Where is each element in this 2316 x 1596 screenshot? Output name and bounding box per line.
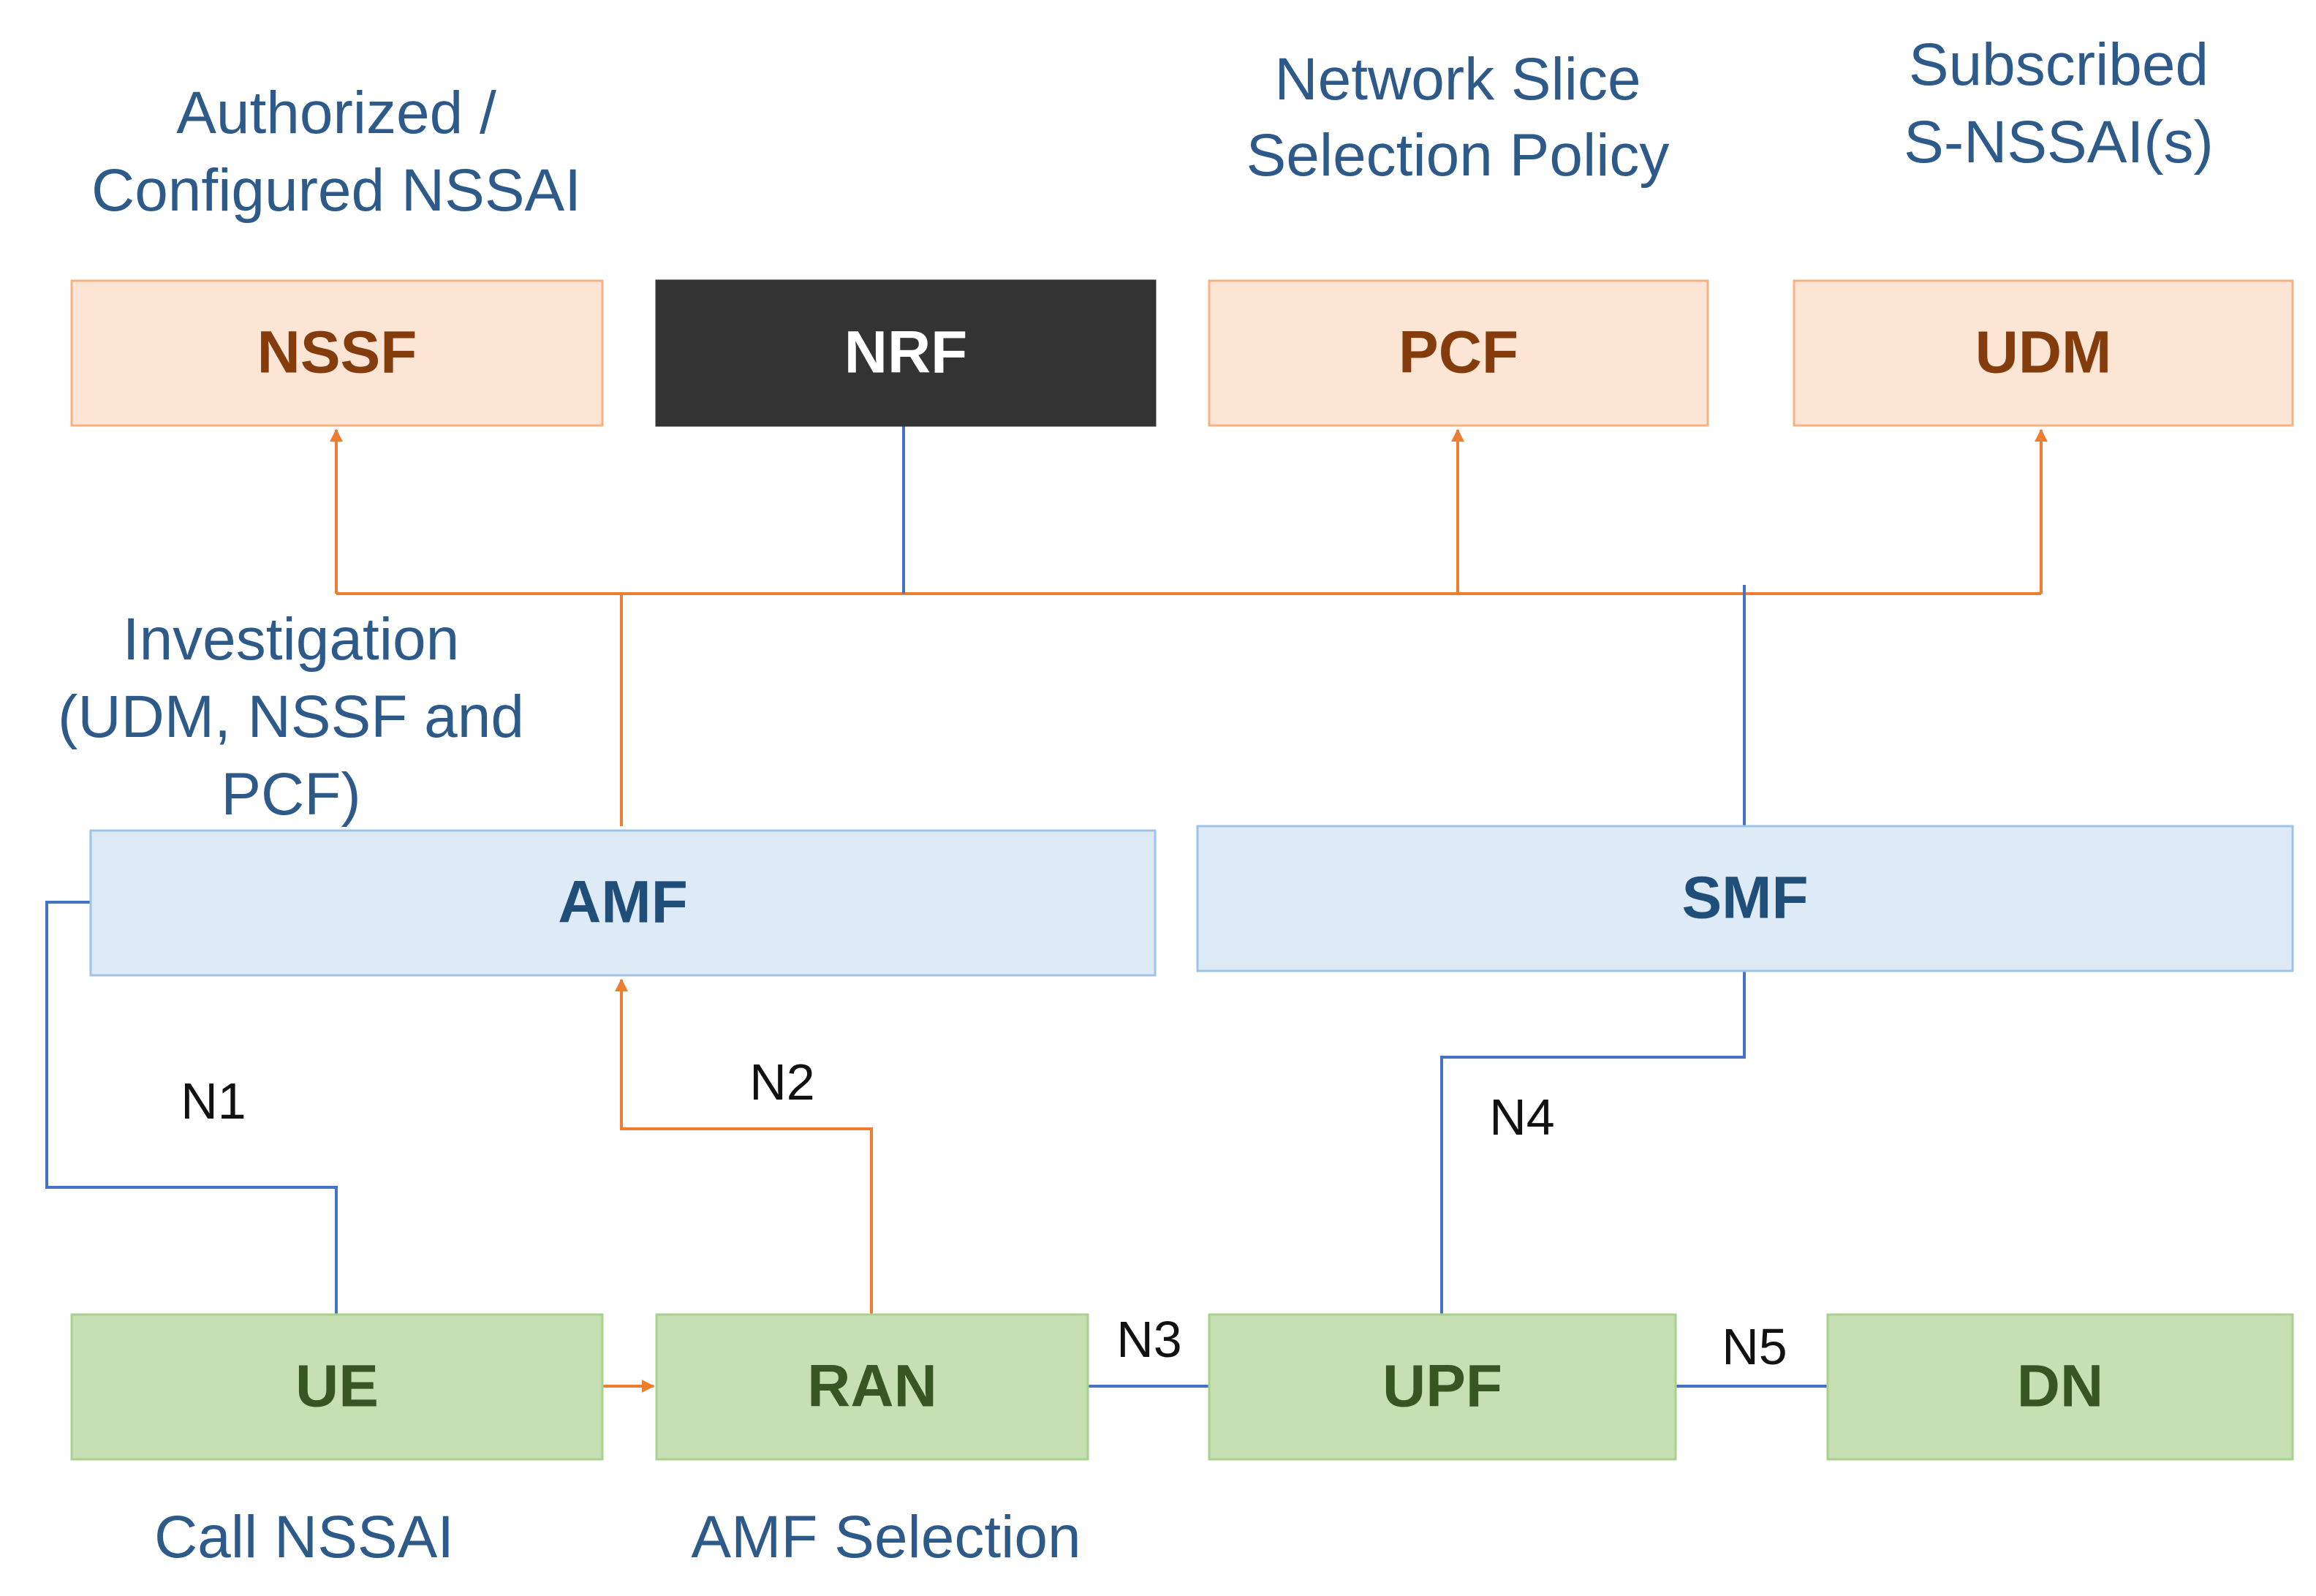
upf-label: UPF [1382, 1353, 1502, 1420]
pcf-label: PCF [1399, 319, 1518, 386]
smf-box[interactable]: SMF [1196, 825, 2294, 972]
amf-annotation-line3: PCF) [221, 761, 360, 828]
amf-service-bus [330, 428, 2048, 826]
n1-label: N1 [181, 1073, 246, 1130]
n4-label: N4 [1489, 1089, 1554, 1146]
nssf-box[interactable]: NSSF [70, 279, 604, 427]
amf-annotation-line1: Investigation [123, 606, 459, 673]
smf-label: SMF [1681, 865, 1808, 931]
pcf-annotation-line1: Network Slice [1274, 46, 1640, 113]
udm-annotation: Subscribed S-NSSAI(s) [1904, 31, 2214, 175]
nssf-label: NSSF [257, 319, 417, 386]
nrf-box[interactable]: NRF [655, 279, 1157, 427]
udm-label: UDM [1975, 319, 2112, 386]
amf-label: AMF [558, 869, 688, 936]
ue-annotation: Call NSSAI [154, 1504, 454, 1570]
ran-box[interactable]: RAN [655, 1313, 1089, 1461]
pcf-annotation: Network Slice Selection Policy [1246, 46, 1670, 189]
pcf-annotation-line2: Selection Policy [1246, 122, 1670, 189]
udm-annotation-line1: Subscribed [1909, 31, 2209, 98]
n4-link [1440, 971, 1746, 1315]
udm-box[interactable]: UDM [1793, 279, 2294, 427]
n5-label: N5 [1722, 1318, 1787, 1375]
nssf-annotation: Authorized / Configured NSSAI [91, 80, 581, 224]
dn-label: DN [2017, 1353, 2103, 1420]
dn-box[interactable]: DN [1826, 1313, 2294, 1461]
amf-box[interactable]: AMF [89, 829, 1157, 977]
ue-label: UE [295, 1353, 379, 1420]
n1-link [45, 901, 338, 1315]
nssf-annotation-line1: Authorized / [176, 80, 496, 146]
amf-annotation-line2: (UDM, NSSF and [58, 684, 524, 750]
pcf-box[interactable]: PCF [1208, 279, 1709, 427]
orange-links [602, 978, 873, 1393]
blue-links [45, 426, 1828, 1388]
nssf-annotation-line2: Configured NSSAI [91, 157, 581, 224]
ran-label: RAN [807, 1353, 937, 1420]
nrf-label: NRF [844, 319, 968, 386]
ue-box[interactable]: UE [70, 1313, 604, 1461]
n3-label: N3 [1116, 1311, 1181, 1368]
amf-annotation: Investigation (UDM, NSSF and PCF) [58, 606, 524, 828]
upf-box[interactable]: UPF [1208, 1313, 1677, 1461]
n2-label: N2 [749, 1054, 814, 1111]
udm-annotation-line2: S-NSSAI(s) [1904, 109, 2214, 175]
ran-annotation: AMF Selection [691, 1504, 1081, 1570]
n2-link [615, 978, 873, 1315]
